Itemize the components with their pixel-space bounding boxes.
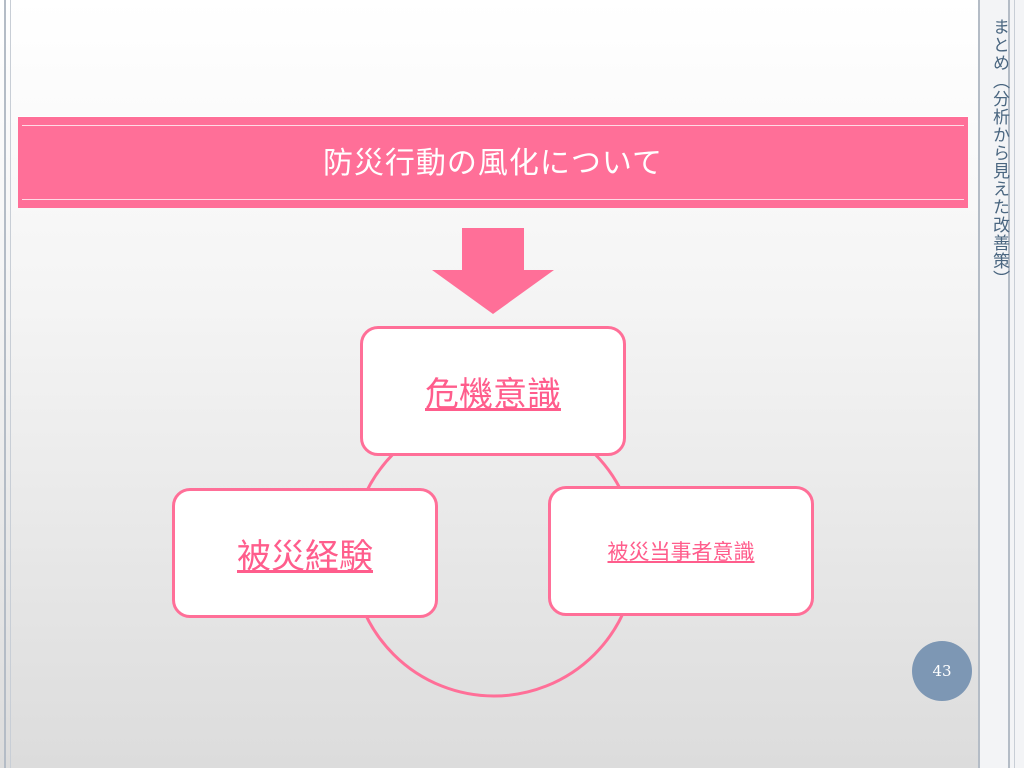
slide-title: 防災行動の風化について: [322, 146, 664, 181]
title-banner: 防災行動の風化について: [18, 116, 968, 208]
page-number-badge: 43: [912, 641, 972, 701]
node-victim-awareness[interactable]: 被災当事者意識: [548, 486, 814, 616]
section-title-vertical: まとめ（分析から見えた改善策）: [989, 18, 1009, 288]
right-border-line: [1008, 0, 1010, 768]
left-border-line: [10, 0, 11, 768]
left-border: [0, 0, 14, 768]
node-disaster-experience[interactable]: 被災経験: [172, 488, 438, 618]
right-border-line: [1014, 0, 1015, 768]
node-crisis-awareness[interactable]: 危機意識: [360, 326, 626, 456]
banner-inner-frame: [22, 125, 964, 200]
down-arrow-icon: [432, 228, 554, 314]
node-label[interactable]: 被災当事者意識: [607, 540, 755, 564]
right-sidebar: [978, 0, 1024, 768]
left-border-line: [4, 0, 6, 768]
right-border-line: [978, 0, 980, 768]
node-label[interactable]: 被災経験: [237, 536, 373, 577]
node-label[interactable]: 危機意識: [425, 374, 561, 415]
